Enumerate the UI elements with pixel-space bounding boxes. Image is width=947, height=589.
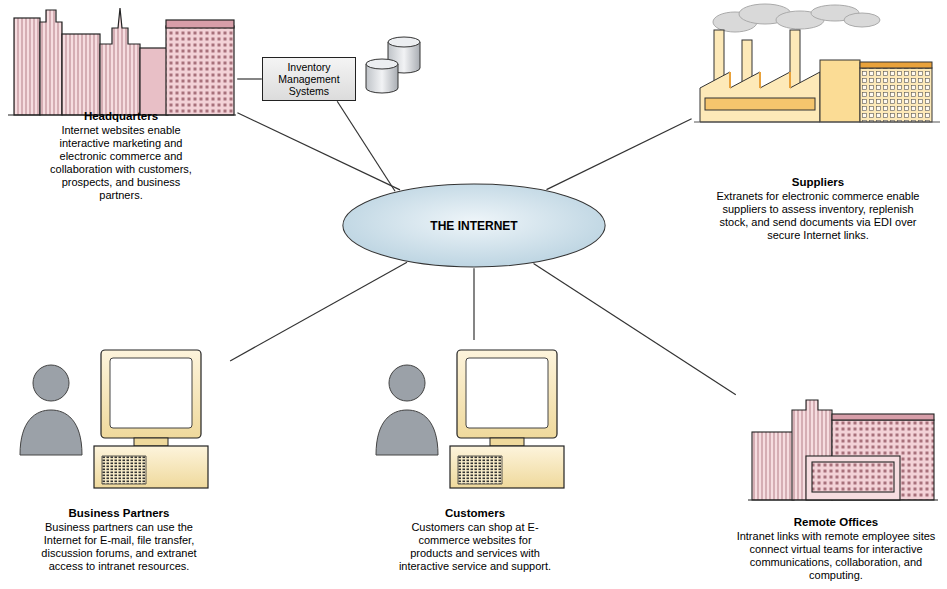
database-cylinders-part <box>388 37 420 47</box>
headquarters-illustration-part <box>140 48 168 115</box>
headquarters-illustration-part <box>100 8 140 115</box>
node-text: Customers can shop at E-commerce website… <box>396 521 554 573</box>
database-cylinders <box>366 37 420 93</box>
database-cylinders-part <box>366 59 398 69</box>
supplier-factory-part <box>860 62 932 68</box>
supplier-factory-part <box>820 60 860 122</box>
remote-office-buildings-part <box>748 499 938 500</box>
node-heading: Customers <box>445 506 505 520</box>
supplier-factory-part <box>713 4 880 32</box>
network-link <box>237 113 400 190</box>
headquarters-illustration-part <box>14 18 40 115</box>
internet-ellipse: THE INTERNET <box>341 183 607 268</box>
remote-office-buildings-part <box>832 414 934 420</box>
customers-node: CustomersCustomers can shop at E-commerc… <box>365 340 585 576</box>
remote-office-buildings <box>748 400 938 500</box>
headquarters-illustration-part <box>62 34 100 115</box>
supplier-factory-part <box>860 68 932 122</box>
supplier-factory-part <box>700 72 820 122</box>
headquarters-illustration <box>8 8 236 115</box>
illustrations-part <box>376 350 564 488</box>
partners-node: Business PartnersBusiness partners can u… <box>8 340 230 576</box>
node-heading: Remote Offices <box>794 515 878 529</box>
network-link <box>230 262 407 361</box>
remote-offices-node: Remote OfficesIntranet links with remote… <box>728 395 944 585</box>
headquarters-illustration-part <box>166 26 234 115</box>
node-text: Business partners can use the Internet f… <box>34 521 204 573</box>
node-heading: Business Partners <box>69 506 170 520</box>
node-text: THE INTERNET <box>430 219 517 233</box>
headquarters-illustration-part <box>166 20 234 28</box>
node-heading: Suppliers <box>792 175 844 189</box>
remote-office-buildings-part <box>806 456 900 500</box>
supplier-factory <box>694 4 940 122</box>
remote-office-buildings-part <box>752 432 794 500</box>
supplier-factory-part <box>790 30 800 90</box>
network-link <box>547 119 692 190</box>
headquarters-node: HeadquartersInternet websites enable int… <box>5 5 237 205</box>
network-link <box>337 101 395 191</box>
headquarters-illustration-part <box>40 10 62 115</box>
network-link <box>237 78 262 79</box>
illustrations-part <box>20 350 208 488</box>
network-link <box>473 268 474 340</box>
suppliers-node: SuppliersExtranets for electronic commer… <box>692 5 944 245</box>
remote-office-buildings-part <box>812 462 894 492</box>
node-text: Intranet links with remote employee site… <box>736 530 936 582</box>
network-link <box>534 264 736 395</box>
node-heading: Headquarters <box>84 109 158 123</box>
supplier-factory-part <box>705 98 815 110</box>
node-text: Inventory Management Systems <box>267 61 351 97</box>
system-box: Inventory Management Systems <box>262 57 356 101</box>
supplier-factory-part-part <box>844 13 880 27</box>
node-text: Internet websites enable interactive mar… <box>42 124 200 202</box>
node-text: Extranets for electronic commerce enable… <box>713 190 923 242</box>
supplier-factory-part <box>694 122 940 123</box>
ellipse-outline-part <box>343 184 605 267</box>
supplier-factory-part <box>730 72 790 88</box>
